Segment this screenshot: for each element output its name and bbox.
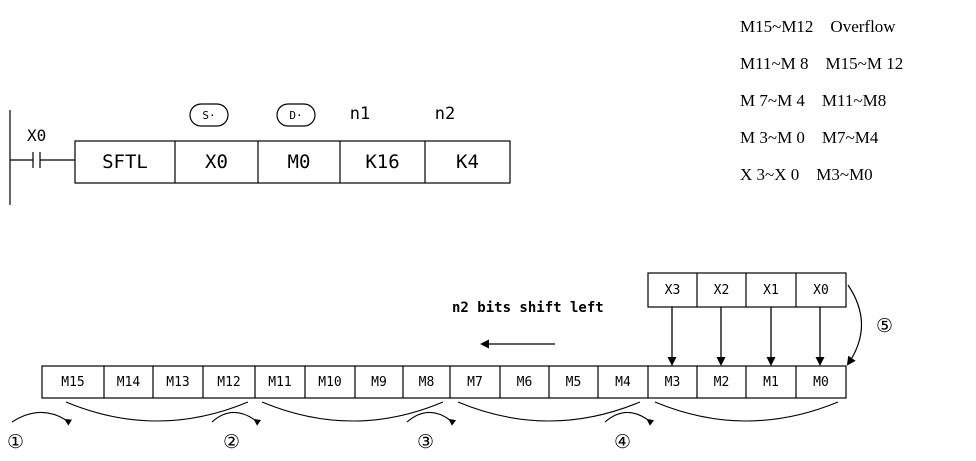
source-bit-x2: X2: [713, 282, 730, 298]
group-brace-2: [261, 401, 444, 422]
dest-bit-m15: M15: [61, 374, 85, 390]
step-label-2: ②: [223, 432, 241, 453]
operand-n1: K16: [365, 151, 400, 173]
step-arrow-3: [406, 411, 457, 426]
dest-bit-m14: M14: [116, 374, 141, 390]
source-register: [647, 272, 847, 308]
source-bit-x3: X3: [664, 282, 681, 298]
dest-bit-m9: M9: [371, 374, 387, 390]
dest-bit-m0: M0: [813, 374, 829, 390]
source-bit-x1: X1: [763, 282, 779, 298]
label-source: S·: [202, 108, 216, 122]
label-n2: n2: [434, 104, 456, 124]
dest-bit-m2: M2: [713, 374, 730, 390]
instruction-box: [74, 140, 511, 184]
dest-register: [41, 365, 847, 399]
dest-bit-m13: M13: [166, 374, 190, 390]
operand-dest: M0: [287, 151, 311, 173]
dest-bit-m4: M4: [615, 374, 631, 390]
source-operand-oval: [189, 103, 229, 127]
step-label-3: ③: [417, 432, 435, 453]
dest-operand-oval: [276, 103, 316, 127]
dest-bit-m7: M7: [467, 374, 483, 390]
step-arrow-5: [846, 284, 863, 366]
dest-bit-m3: M3: [664, 374, 681, 390]
legend-line-1: M15~M12 Overflow: [740, 17, 896, 36]
step-label-5: ⑤: [876, 316, 894, 337]
operand-n2: K4: [456, 151, 479, 173]
shift-caption: n2 bits shift left: [452, 300, 604, 316]
label-n1: n1: [349, 104, 371, 124]
ladder-diagram: [9, 103, 511, 205]
step-arrow-4: [604, 411, 655, 426]
legend-line-5: X 3~X 0 M3~M0: [740, 165, 873, 184]
step-arrow-2: [211, 411, 262, 426]
dest-bit-m11: M11: [268, 374, 292, 390]
step-label-1: ①: [7, 432, 25, 453]
operand-source: X0: [205, 151, 228, 173]
legend-line-2: M11~M 8 M15~M 12: [740, 54, 904, 73]
contact-label: X0: [27, 126, 47, 145]
label-dest: D·: [289, 108, 303, 122]
dest-bit-m5: M5: [565, 374, 582, 390]
dest-bit-m6: M6: [516, 374, 533, 390]
dest-bit-m10: M10: [318, 374, 342, 390]
dest-bit-m8: M8: [418, 374, 435, 390]
step-arrow-1: [11, 411, 73, 426]
step-label-4: ④: [614, 432, 632, 453]
legend-line-3: M 7~M 4 M11~M8: [740, 91, 887, 110]
group-brace-1: [65, 401, 249, 422]
dest-bit-m12: M12: [217, 374, 241, 390]
instruction-name: SFTL: [102, 151, 148, 173]
dest-bit-m1: M1: [763, 374, 779, 390]
legend-line-4: M 3~M 0 M7~M4: [740, 128, 879, 147]
source-bit-x0: X0: [813, 282, 829, 298]
group-brace-3: [457, 401, 641, 422]
group-brace-4: [654, 401, 839, 422]
